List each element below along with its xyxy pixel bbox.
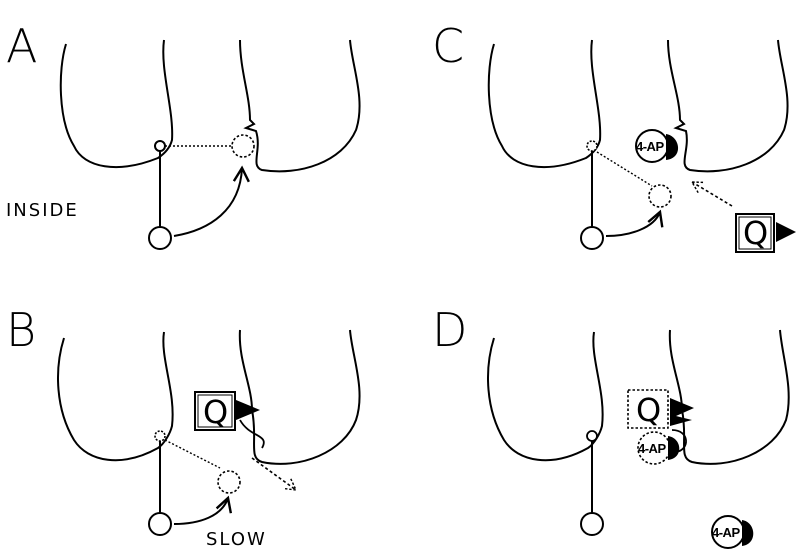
panel-d-ball-open xyxy=(580,512,604,536)
panel-c-q-wedge xyxy=(776,222,796,242)
panel-b-arrow-to-site xyxy=(173,495,233,525)
panel-d-channel-right-wall xyxy=(668,329,790,465)
panel-b-q-box xyxy=(194,391,236,431)
panel-b-q-box-inner xyxy=(197,394,233,428)
panel-a-arrow-to-site xyxy=(173,165,250,237)
panel-c: C 4-AP Q xyxy=(432,19,796,253)
panel-d-q-wedge xyxy=(670,398,694,426)
panel-a-ball-open xyxy=(148,226,172,250)
panel-c-arrow-to-site xyxy=(605,209,664,237)
panel-c-tether-dotted xyxy=(596,151,653,187)
panel-d-hinge xyxy=(586,430,598,442)
panel-b-channel-outline xyxy=(57,331,174,462)
panel-d-4ap-free-cap xyxy=(742,520,754,546)
panel-b-q-unbind-curl xyxy=(239,419,265,449)
panel-c-channel-right-wall xyxy=(667,39,789,173)
panel-b-ball-open xyxy=(148,512,172,536)
panel-c-4ap-label: 4-AP xyxy=(636,139,664,154)
panel-c-letter: C xyxy=(432,19,464,73)
panel-b-channel-right-wall xyxy=(238,329,361,465)
panel-c-channel-outline xyxy=(487,39,602,169)
panel-a-inside-label: INSIDE xyxy=(6,200,79,221)
panel-a-ball-blocking-site xyxy=(231,134,255,158)
panel-c-q-approach-arrow xyxy=(692,182,733,207)
panel-b-letter: B xyxy=(6,303,36,357)
panel-a-hinge xyxy=(154,140,166,152)
panel-d-4ap-bound-cap xyxy=(668,436,680,460)
panel-a-letter: A xyxy=(6,19,37,73)
panel-b-slow-label: SLOW xyxy=(206,529,267,550)
panel-a-channel-right-wall xyxy=(239,39,361,173)
panel-d: D Q 4-AP 4-AP xyxy=(432,303,790,549)
panel-c-ball-open xyxy=(580,226,604,250)
panel-b-q-wedge xyxy=(236,400,260,420)
panel-b-ball-blocking-site xyxy=(217,470,241,494)
panel-d-4ap-unbind-curl xyxy=(671,429,687,453)
panel-c-ball-blocking-site xyxy=(648,184,672,208)
panel-d-channel-outline xyxy=(487,331,604,462)
panel-b: B Q SLOW xyxy=(6,303,361,550)
panel-b-q-exit-arrow xyxy=(251,457,296,490)
panel-b-q-label: Q xyxy=(203,393,228,431)
panel-d-4ap-free-label: 4-AP xyxy=(712,525,740,540)
panel-a-channel-outline xyxy=(59,39,174,169)
panel-c-q-box xyxy=(735,213,775,253)
panel-c-4ap-cap xyxy=(666,134,679,160)
panel-d-letter: D xyxy=(432,303,467,357)
panel-b-hinge xyxy=(154,430,166,442)
panel-d-4ap-bound-label: 4-AP xyxy=(638,441,666,456)
panel-c-q-box-inner xyxy=(738,216,772,250)
panel-d-q-label: Q xyxy=(636,391,661,429)
panel-d-q-box xyxy=(627,389,669,429)
panel-c-hinge xyxy=(586,140,598,152)
panel-c-q-label: Q xyxy=(743,214,768,252)
panel-a: A INSIDE xyxy=(6,19,361,250)
panel-b-tether-dotted xyxy=(164,439,221,469)
